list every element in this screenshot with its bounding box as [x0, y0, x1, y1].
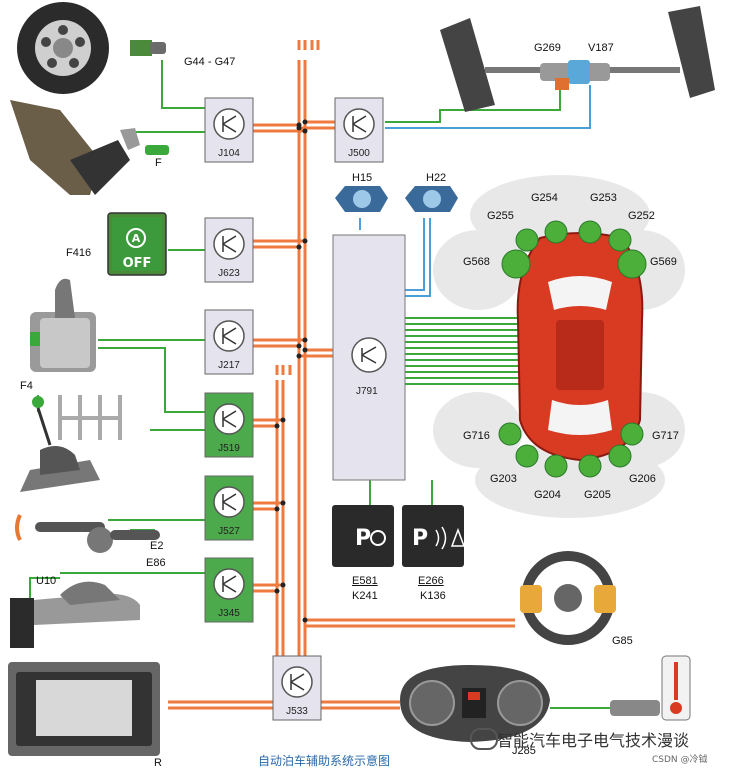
label-e266: E266	[418, 575, 444, 587]
label-f416: F416	[66, 247, 92, 259]
label-g44-g47: G44 - G47	[184, 56, 236, 68]
sensor-g716	[498, 422, 522, 446]
speaker-h22	[405, 186, 458, 212]
label-g254: G254	[531, 192, 558, 204]
label-k241: K241	[352, 590, 378, 602]
blue-lines	[359, 85, 591, 297]
sensor-g255	[515, 228, 539, 252]
module-j519: J519	[204, 392, 254, 458]
label-v187: V187	[588, 42, 614, 54]
temperature-sensor-illustration	[550, 655, 691, 721]
sensor-g252	[608, 228, 632, 252]
module-label-j217: J217	[218, 360, 240, 371]
park-assist-off-button: A	[107, 212, 167, 276]
label-e86: E86	[146, 557, 166, 569]
svg-text:P: P	[412, 526, 428, 551]
label-g204: G204	[534, 489, 561, 501]
sensor-g204	[544, 454, 568, 478]
module-j623: J623	[204, 217, 254, 283]
sensor-g206	[608, 444, 632, 468]
sensor-g253	[578, 220, 602, 244]
bus-junctions	[274, 119, 308, 623]
label-g569: G569	[650, 256, 677, 268]
steering-rack-illustration	[440, 6, 715, 112]
module-j527: J527	[204, 475, 254, 541]
signal-lines	[29, 60, 561, 600]
label-u10: U10	[36, 575, 57, 587]
diagram-caption: 自动泊车辅助系统示意图	[258, 754, 391, 768]
speaker-h15	[335, 186, 388, 212]
module-j533: J533	[272, 655, 322, 721]
wheel-speed-sensor-illustration	[17, 2, 166, 94]
instrument-cluster-illustration	[400, 665, 550, 742]
label-h22: H22	[426, 172, 447, 184]
label-g716: G716	[463, 430, 490, 442]
watermark-brand: 智能汽车电子电气技术漫谈	[497, 731, 690, 750]
label-g85: G85	[612, 635, 633, 647]
label-g205: G205	[584, 489, 611, 501]
brake-pedal-illustration	[10, 100, 169, 195]
svg-text:A: A	[132, 232, 141, 245]
gear-selector-illustration	[30, 278, 96, 372]
trailer-hitch-illustration	[10, 581, 140, 648]
sensor-g568	[501, 249, 531, 279]
label-g717: G717	[652, 430, 679, 442]
module-j217: J217	[204, 309, 254, 375]
label-f4: F4	[20, 380, 33, 392]
label-g253: G253	[590, 192, 617, 204]
steering-wheel-illustration	[520, 551, 616, 645]
label-j791: J791	[356, 386, 378, 397]
parking-sensors	[498, 220, 647, 478]
sensor-g717	[620, 422, 644, 446]
svg-text:P: P	[355, 526, 371, 551]
label-e2: E2	[150, 540, 164, 552]
watermark-source: CSDN @冷钺	[652, 755, 708, 765]
park-indicator-e266: P	[402, 505, 466, 567]
module-label-j623: J623	[218, 268, 240, 279]
module-label-j500: J500	[348, 148, 370, 159]
manual-gear-illustration	[20, 395, 122, 492]
module-label-j519: J519	[218, 443, 240, 454]
label-g568: G568	[463, 256, 490, 268]
label-g269: G269	[534, 42, 561, 54]
label-g255: G255	[487, 210, 514, 222]
module-j345: J345	[204, 557, 254, 623]
module-label-j104: J104	[218, 148, 240, 159]
label-e581: E581	[352, 575, 378, 587]
module-label-j533: J533	[286, 706, 308, 717]
radio-display-illustration	[8, 662, 160, 756]
label-r: R	[154, 757, 162, 769]
module-label-j345: J345	[218, 608, 240, 619]
sensor-g203	[515, 444, 539, 468]
turn-signal-stalk-illustration	[15, 514, 160, 553]
module-label-j527: J527	[218, 526, 240, 537]
label-f: F	[155, 157, 162, 169]
park-indicator-e581: P	[332, 505, 394, 567]
can-bus-lines	[168, 60, 515, 710]
sensor-g205	[578, 454, 602, 478]
label-h15: H15	[352, 172, 373, 184]
module-j104: J104	[204, 97, 254, 163]
sensor-g569	[617, 249, 647, 279]
off-button-text: OFF	[122, 256, 152, 271]
sensor-g254	[544, 220, 568, 244]
label-k136: K136	[420, 590, 446, 602]
label-g203: G203	[490, 473, 517, 485]
module-j500: J500	[334, 97, 384, 163]
watermark-logo-icon	[470, 728, 498, 750]
bus-breaks	[275, 40, 320, 375]
car-illustration	[516, 232, 644, 462]
module-j791	[332, 234, 406, 481]
label-g206: G206	[629, 473, 656, 485]
label-j285: J285	[512, 745, 536, 757]
label-g252: G252	[628, 210, 655, 222]
